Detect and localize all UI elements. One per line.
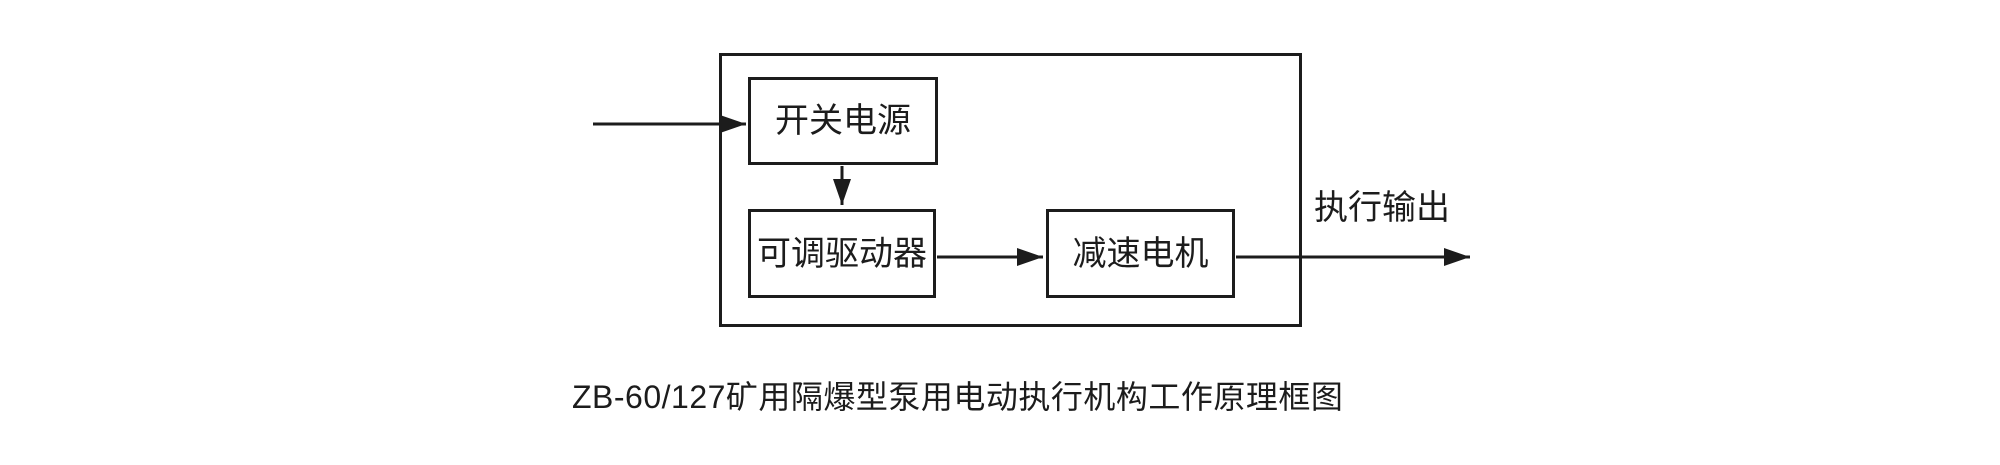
caption: ZB-60/127矿用隔爆型泵用电动执行机构工作原理框图 <box>572 379 1344 415</box>
enclosure-box <box>719 53 1302 327</box>
block-gear-motor-label: 减速电机 <box>1072 234 1209 273</box>
block-switching-power-supply: 开关电源 <box>748 77 938 165</box>
block-adjustable-driver-label: 可调驱动器 <box>757 234 927 273</box>
block-switching-power-supply-label: 开关电源 <box>775 102 911 140</box>
output-label: 执行输出 <box>1314 189 1450 227</box>
block-gear-motor: 减速电机 <box>1046 209 1235 298</box>
block-adjustable-driver: 可调驱动器 <box>748 209 936 298</box>
